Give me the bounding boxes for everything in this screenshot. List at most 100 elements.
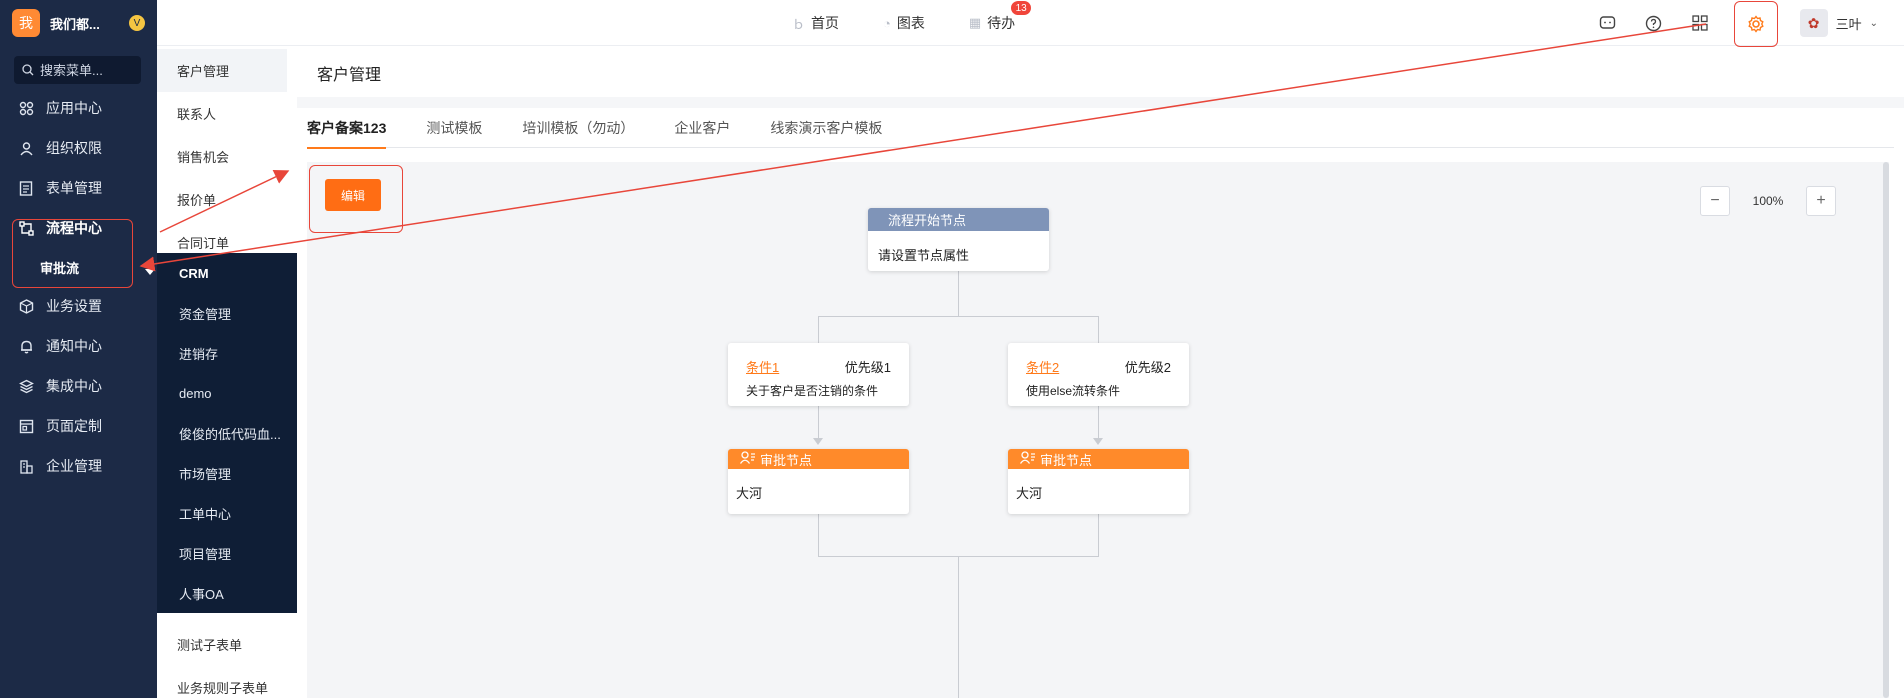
verified-badge-icon: V [129, 15, 145, 31]
zoom-controls: − 100% + [1700, 186, 1836, 216]
sidebar-item-label: 集成中心 [46, 378, 102, 394]
settings-button[interactable] [1733, 1, 1778, 47]
flow-start-node[interactable]: 流程开始节点 请设置节点属性 [868, 208, 1049, 271]
topnav-home[interactable]: ｂ 首页 [792, 13, 839, 33]
top-nav: ｂ 首页 ◔ 图表 ▦ 待办 13 [792, 0, 1032, 46]
sidebar-item-label: 审批流 [40, 260, 80, 276]
tab-customer-record[interactable]: 客户备案123 [307, 108, 387, 149]
condition-name-link[interactable]: 条件1 [746, 360, 780, 375]
todo-count-badge: 13 [1011, 1, 1032, 15]
sidebar-item-apps[interactable]: 应用中心 [0, 88, 157, 128]
calendar-icon: ▦ [968, 15, 982, 30]
left-sidebar: 我 我们都... V 应用中心 组织权限 表单管理 流程中心 审批流 业务设置 [0, 0, 157, 698]
flyout-item[interactable]: 进销存 [179, 346, 219, 362]
col2-item[interactable]: 联系人 [177, 107, 217, 122]
help-icon[interactable] [1642, 11, 1666, 35]
sidebar-item-page-custom[interactable]: 页面定制 [0, 406, 157, 446]
tab-enterprise-customer[interactable]: 企业客户 [674, 119, 731, 136]
flow-canvas[interactable]: 编辑 − 100% + 流程开始节点 请设置节点属性 [307, 162, 1889, 698]
sidebar-item-integration[interactable]: 集成中心 [0, 366, 157, 406]
sidebar-item-forms[interactable]: 表单管理 [0, 168, 157, 208]
col2-item[interactable]: 客户管理 [157, 49, 287, 92]
col2-item[interactable]: 业务规则子表单 [177, 681, 269, 696]
sidebar-item-label: 通知中心 [46, 338, 102, 354]
zoom-out-button[interactable]: − [1700, 186, 1730, 216]
connector [818, 316, 819, 346]
arrow-down-icon [813, 438, 823, 445]
topnav-chart[interactable]: ◔ 图表 [883, 13, 925, 33]
col2-item[interactable]: 销售机会 [177, 150, 230, 165]
avatar: ✿ [1799, 9, 1828, 37]
condition-description: 关于客户是否注销的条件 [746, 384, 879, 398]
sidebar-item-label: 组织权限 [46, 140, 102, 156]
sidebar-item-business-settings[interactable]: 业务设置 [0, 286, 157, 326]
search-icon [22, 64, 34, 76]
zoom-in-button[interactable]: + [1806, 186, 1836, 216]
sidebar-item-permissions[interactable]: 组织权限 [0, 128, 157, 168]
sidebar-nav: 应用中心 组织权限 表单管理 流程中心 审批流 业务设置 通知中心 集成中心 [0, 88, 157, 486]
layers-icon [18, 378, 34, 394]
condition-name-link[interactable]: 条件2 [1026, 360, 1060, 375]
sidebar-item-enterprise[interactable]: 企业管理 [0, 446, 157, 486]
tab-test-template[interactable]: 测试模板 [426, 119, 483, 136]
main-content: 客户管理 客户备案123 测试模板 培训模板（勿动） 企业客户 线索演示客户模板… [297, 49, 1904, 698]
connector [1098, 406, 1099, 442]
connector [1098, 514, 1099, 557]
sidebar-item-label: 业务设置 [46, 298, 102, 314]
flyout-item[interactable]: demo [179, 385, 212, 401]
sidebar-item-label: 表单管理 [46, 180, 102, 196]
flyout-item[interactable]: CRM [179, 265, 209, 281]
sidebar-item-flow-center[interactable]: 流程中心 [0, 208, 157, 248]
condition-header: 条件1 优先级1 [728, 343, 909, 376]
flyout-item[interactable]: 项目管理 [179, 546, 232, 562]
chat-icon[interactable] [1596, 11, 1620, 35]
flow-center-highlight [12, 219, 133, 288]
sidebar-item-approval-flow[interactable]: 审批流 [0, 248, 157, 286]
flyout-item[interactable]: 市场管理 [179, 466, 232, 482]
flyout-item[interactable]: 工单中心 [179, 506, 232, 522]
building-icon [18, 458, 34, 474]
connector [818, 406, 819, 442]
approval-node[interactable]: 审批节点 大河 [1008, 449, 1189, 514]
edit-button[interactable]: 编辑 [325, 179, 381, 211]
sidebar-item-label: 应用中心 [46, 100, 102, 116]
grid-icon[interactable] [1688, 11, 1712, 35]
col2-item[interactable]: 测试子表单 [177, 638, 243, 653]
topnav-todo[interactable]: ▦ 待办 13 [968, 1, 1032, 33]
sidebar-item-notifications[interactable]: 通知中心 [0, 326, 157, 366]
start-node-body: 请设置节点属性 [878, 248, 970, 263]
apps-icon [18, 100, 34, 116]
flyout-item[interactable]: 人事OA [179, 586, 224, 602]
col2-item[interactable]: 报价单 [177, 193, 217, 208]
user-icon [18, 140, 34, 156]
menu-search[interactable] [14, 56, 141, 84]
condition-header: 条件2 优先级2 [1008, 343, 1189, 376]
approval-node-header: 审批节点 [1008, 449, 1189, 469]
condition-priority: 优先级1 [844, 360, 891, 375]
user-menu[interactable]: ✿ 三叶 ⌄ [1799, 9, 1878, 37]
arrow-down-icon [1093, 438, 1103, 445]
connector [1098, 316, 1099, 346]
connector [958, 271, 959, 316]
flow-icon [18, 220, 34, 236]
vertical-scrollbar[interactable] [1883, 162, 1889, 698]
tab-lead-demo-template[interactable]: 线索演示客户模板 [770, 119, 883, 136]
approval-node-title: 审批节点 [760, 452, 813, 468]
search-input[interactable] [40, 62, 130, 78]
condition-node[interactable]: 条件1 优先级1 关于客户是否注销的条件 [728, 343, 909, 406]
tab-training-template[interactable]: 培训模板（勿动） [522, 119, 635, 136]
flyout-item[interactable]: 俊俊的低代码血... [179, 426, 281, 442]
approval-node-header: 审批节点 [728, 449, 909, 469]
sidebar-item-label: 流程中心 [46, 220, 102, 236]
top-bar: ｂ 首页 ◔ 图表 ▦ 待办 13 ✿ 三叶 ⌄ [157, 0, 1904, 47]
connector [818, 514, 819, 557]
chevron-down-icon: ⌄ [1869, 17, 1878, 29]
approver-name: 大河 [736, 486, 763, 501]
top-right-tools: ✿ 三叶 ⌄ [1596, 0, 1878, 47]
flyout-item[interactable]: 资金管理 [179, 306, 232, 322]
brand-logo: 我 [12, 9, 40, 37]
approver-name: 大河 [1016, 486, 1043, 501]
approval-node[interactable]: 审批节点 大河 [728, 449, 909, 514]
brand[interactable]: 我 我们都... V [0, 0, 157, 46]
condition-node[interactable]: 条件2 优先级2 使用else流转条件 [1008, 343, 1189, 406]
